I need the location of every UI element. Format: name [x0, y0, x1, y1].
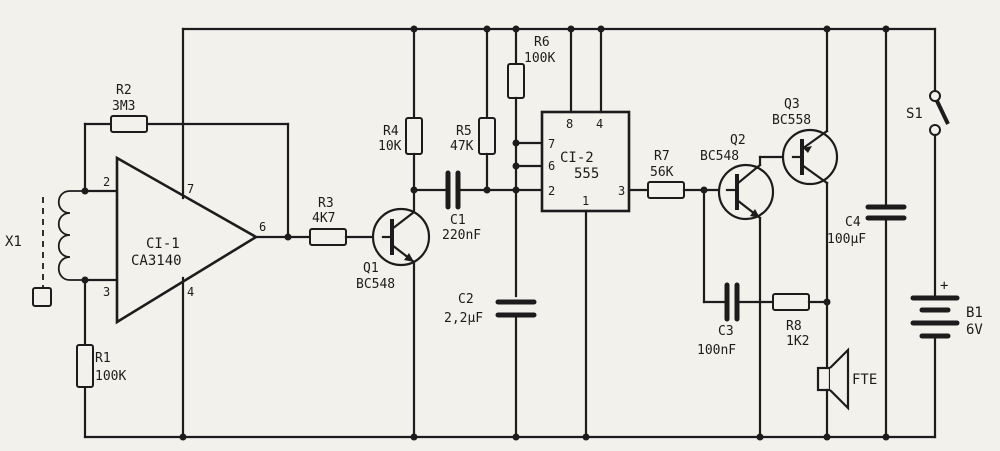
q1-name: Q1 [363, 261, 379, 276]
ci2-pin-3: 3 [618, 184, 625, 198]
b1-name: B1 [966, 305, 983, 321]
c1-capacitor [445, 170, 461, 210]
r5-resistor [478, 117, 496, 155]
ci2-pin-4: 4 [596, 117, 603, 131]
c3-value: 100nF [697, 343, 736, 358]
fte-label: FTE [852, 372, 877, 388]
r7-resistor [647, 181, 685, 199]
q2-transistor [717, 163, 775, 221]
q1-part: BC548 [356, 277, 395, 292]
q3-transistor [781, 128, 839, 186]
r8-resistor [772, 293, 810, 311]
r4-name: R4 [383, 124, 399, 139]
ci2-pin-6: 6 [548, 159, 555, 173]
ci1-pin-3: 3 [103, 285, 110, 299]
r6-name: R6 [534, 35, 550, 50]
r4-value: 10K [378, 139, 402, 154]
r1-resistor [76, 344, 94, 388]
ci2-pin-1: 1 [582, 194, 589, 208]
c2-name: C2 [458, 292, 474, 307]
ci2-pin-7: 7 [548, 137, 555, 151]
c1-name: C1 [450, 213, 466, 228]
r8-name: R8 [786, 319, 802, 334]
c3-name: C3 [718, 324, 734, 339]
r1-name: R1 [95, 351, 111, 366]
q2-name: Q2 [730, 133, 746, 148]
ci1-pin-4: 4 [187, 285, 194, 299]
ci1-pin-6: 6 [259, 220, 266, 234]
r2-resistor [110, 115, 148, 133]
r4-resistor [405, 117, 423, 155]
c4-capacitor [865, 204, 907, 221]
c2-value: 2,2µF [444, 311, 483, 326]
q1-transistor [371, 207, 431, 267]
b1-battery [910, 295, 960, 339]
ci1-part: CA3140 [131, 253, 182, 269]
r2-value: 3M3 [112, 99, 135, 114]
ci2-pin-2: 2 [548, 184, 555, 198]
c4-name: C4 [845, 215, 861, 230]
ci2-part: 555 [574, 166, 599, 182]
r3-value: 4K7 [312, 211, 335, 226]
c2-capacitor [495, 299, 537, 318]
r8-value: 1K2 [786, 334, 809, 349]
b1-polarity: + [940, 278, 948, 294]
r5-name: R5 [456, 124, 472, 139]
fte-speaker [816, 347, 850, 411]
r7-value: 56K [650, 165, 674, 180]
r6-resistor [507, 63, 525, 99]
r2-name: R2 [116, 83, 132, 98]
c3-capacitor [724, 282, 740, 322]
q3-name: Q3 [784, 97, 800, 112]
r1-value: 100K [95, 369, 126, 384]
ci1-name: CI-1 [146, 236, 180, 252]
s1-switch [929, 90, 950, 136]
q3-part: BC558 [772, 113, 811, 128]
ci2-name: CI-2 [560, 150, 594, 166]
ci1-pin-2: 2 [103, 175, 110, 189]
r7-name: R7 [654, 149, 670, 164]
ci2-timer [540, 110, 631, 213]
x1-label: X1 [5, 234, 22, 250]
q2-part: BC548 [700, 149, 739, 164]
x1-coil [32, 190, 83, 307]
ci1-opamp [115, 155, 259, 325]
r3-name: R3 [318, 196, 334, 211]
c4-value: 100µF [827, 232, 866, 247]
ci2-pin-8: 8 [566, 117, 573, 131]
r5-value: 47K [450, 139, 474, 154]
c1-value: 220nF [442, 228, 481, 243]
b1-value: 6V [966, 322, 983, 338]
r6-value: 100K [524, 51, 555, 66]
r3-resistor [309, 228, 347, 246]
ci1-pin-7: 7 [187, 182, 194, 196]
s1-label: S1 [906, 106, 923, 122]
